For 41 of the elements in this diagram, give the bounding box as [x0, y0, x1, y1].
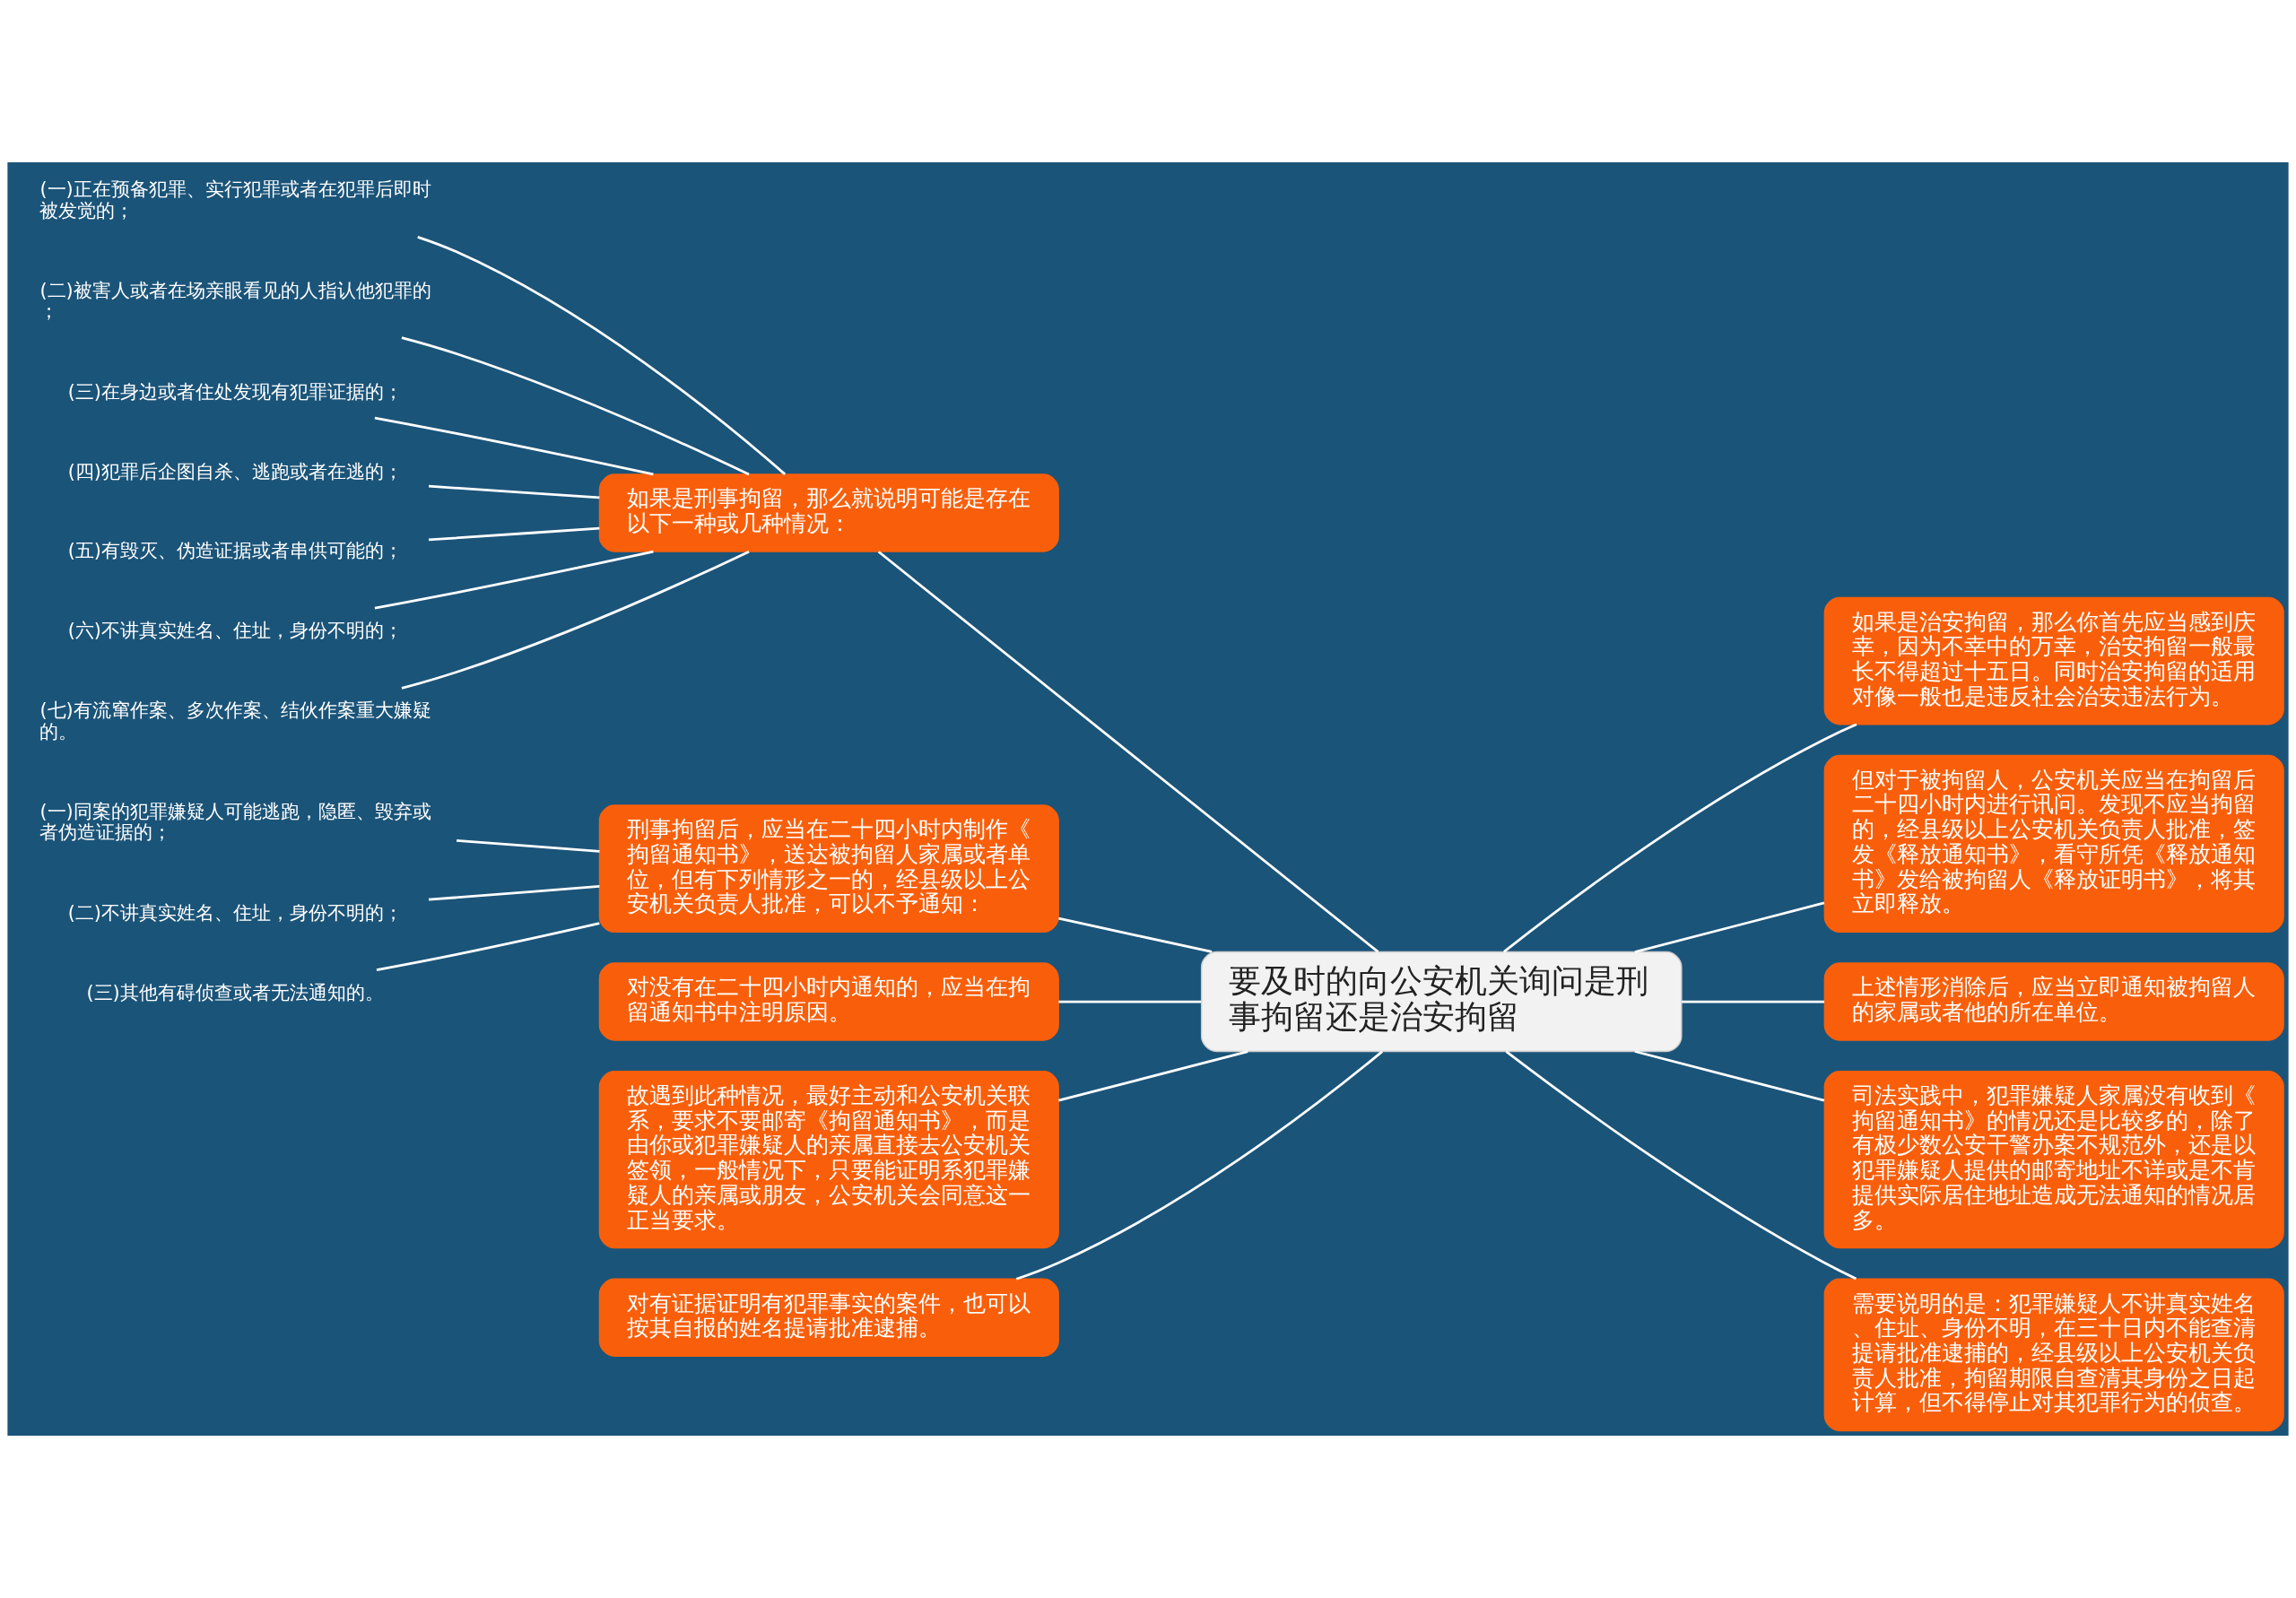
- connector: [428, 526, 600, 542]
- node-text: (六)不讲真实姓名、住址，身份不明的；: [67, 620, 403, 642]
- node-box: 要及时的向公安机关询问是刑事拘留还是治安拘留: [1200, 951, 1683, 1053]
- node-box: 刑事拘留后，应当在二十四小时内制作《拘留通知书》，送达被拘留人家属或者单位，但有下列情形之一的，经县级以上公安机关负责人批准，可以不予通知：: [598, 804, 1059, 934]
- node-text: (四)犯罪后企图自杀、逃跑或者在逃的；: [67, 460, 403, 482]
- node-text: (三)其他有碍侦查或者无法通知的。: [86, 981, 384, 1003]
- node-box: 如果是治安拘留，那么你首先应当感到庆幸，因为不幸中的万幸，治安拘留一般最长不得超过十五日。同时治安拘留的适用对像一般也是违反社会治安违法行为。: [1823, 596, 2284, 725]
- connector: [374, 550, 654, 610]
- connector: [428, 484, 600, 499]
- connector: [1634, 1050, 1825, 1102]
- node-text: (五)有毁灭、伪造证据或者串供可能的；: [67, 540, 403, 562]
- node-box: 如果是刑事拘留，那么就说明可能是存在以下一种或几种情况：: [598, 473, 1059, 552]
- connector: [401, 336, 750, 476]
- connector: [1634, 901, 1825, 953]
- connector: [417, 236, 787, 475]
- node-text: (一)同案的犯罪嫌疑人可能逃跑，隐匿、毁弃或者伪造证据的；: [39, 800, 431, 844]
- connector: [401, 550, 750, 690]
- connector: [1058, 1050, 1248, 1102]
- node-box: 但对于被拘留人，公安机关应当在拘留后二十四小时内进行讯问。发现不应当拘留的，经县级以上公安机关负责人批准，签发《释放通知书》，看守所凭《释放通知书》发给被拘留人《释放证明书》，将其立即释放。: [1823, 754, 2284, 934]
- connector: [1015, 1050, 1383, 1281]
- node-box: 司法实践中，犯罪嫌疑人家属没有收到《拘留通知书》的情况还是比较多的，除了有极少数公安干警办案不规范外，还是以犯罪嫌疑人提供的邮寄地址不详或是不肯提供实际居住地址造成无法通知的情况居多。: [1823, 1071, 2284, 1249]
- connector: [1503, 723, 1857, 953]
- node-box: 对没有在二十四小时内通知的，应当在拘留通知书中注明原因。: [598, 962, 1059, 1041]
- node-text: (三)在身边或者住处发现有犯罪证据的；: [67, 380, 403, 403]
- connector: [457, 838, 600, 853]
- node-text: (二)被害人或者在场亲眼看见的人指认他犯罪的；: [39, 279, 431, 323]
- node-text: (一)正在预备犯罪、实行犯罪或者在犯罪后即时被发觉的；: [39, 178, 431, 222]
- connector: [1058, 1000, 1202, 1003]
- connector: [428, 885, 600, 901]
- node-text: (二)不讲真实姓名、住址，身份不明的；: [67, 901, 403, 924]
- connector: [1505, 1050, 1857, 1281]
- connector: [877, 551, 1379, 953]
- connector: [374, 416, 654, 476]
- node-box: 故遇到此种情况，最好主动和公安机关联系，要求不要邮寄《拘留通知书》，而是由你或犯罪嫌疑人的亲属直接去公安机关签领，一般情况下，只要能证明系犯罪嫌疑人的亲属或朋友，公安机关会同意这一正当要求。: [598, 1071, 1059, 1249]
- connector: [1058, 916, 1213, 953]
- connector: [1682, 1000, 1825, 1003]
- node-box: 需要说明的是：犯罪嫌疑人不讲真实姓名、住址、身份不明，在三十日内不能查清提请批准逮捕的，经县级以上公安机关负责人批准，拘留期限自查清其身份之日起计算，但不得停止对其犯罪行为的侦查。: [1823, 1278, 2284, 1432]
- node-text: (七)有流窜作案、多次作案、结伙作案重大嫌疑的。: [39, 699, 431, 743]
- connector: [376, 922, 600, 971]
- node-box: 上述情形消除后，应当立即通知被拘留人的家属或者他的所在单位。: [1823, 962, 2284, 1041]
- node-box: 对有证据证明有犯罪事实的案件，也可以按其自报的姓名提请批准逮捕。: [598, 1278, 1059, 1357]
